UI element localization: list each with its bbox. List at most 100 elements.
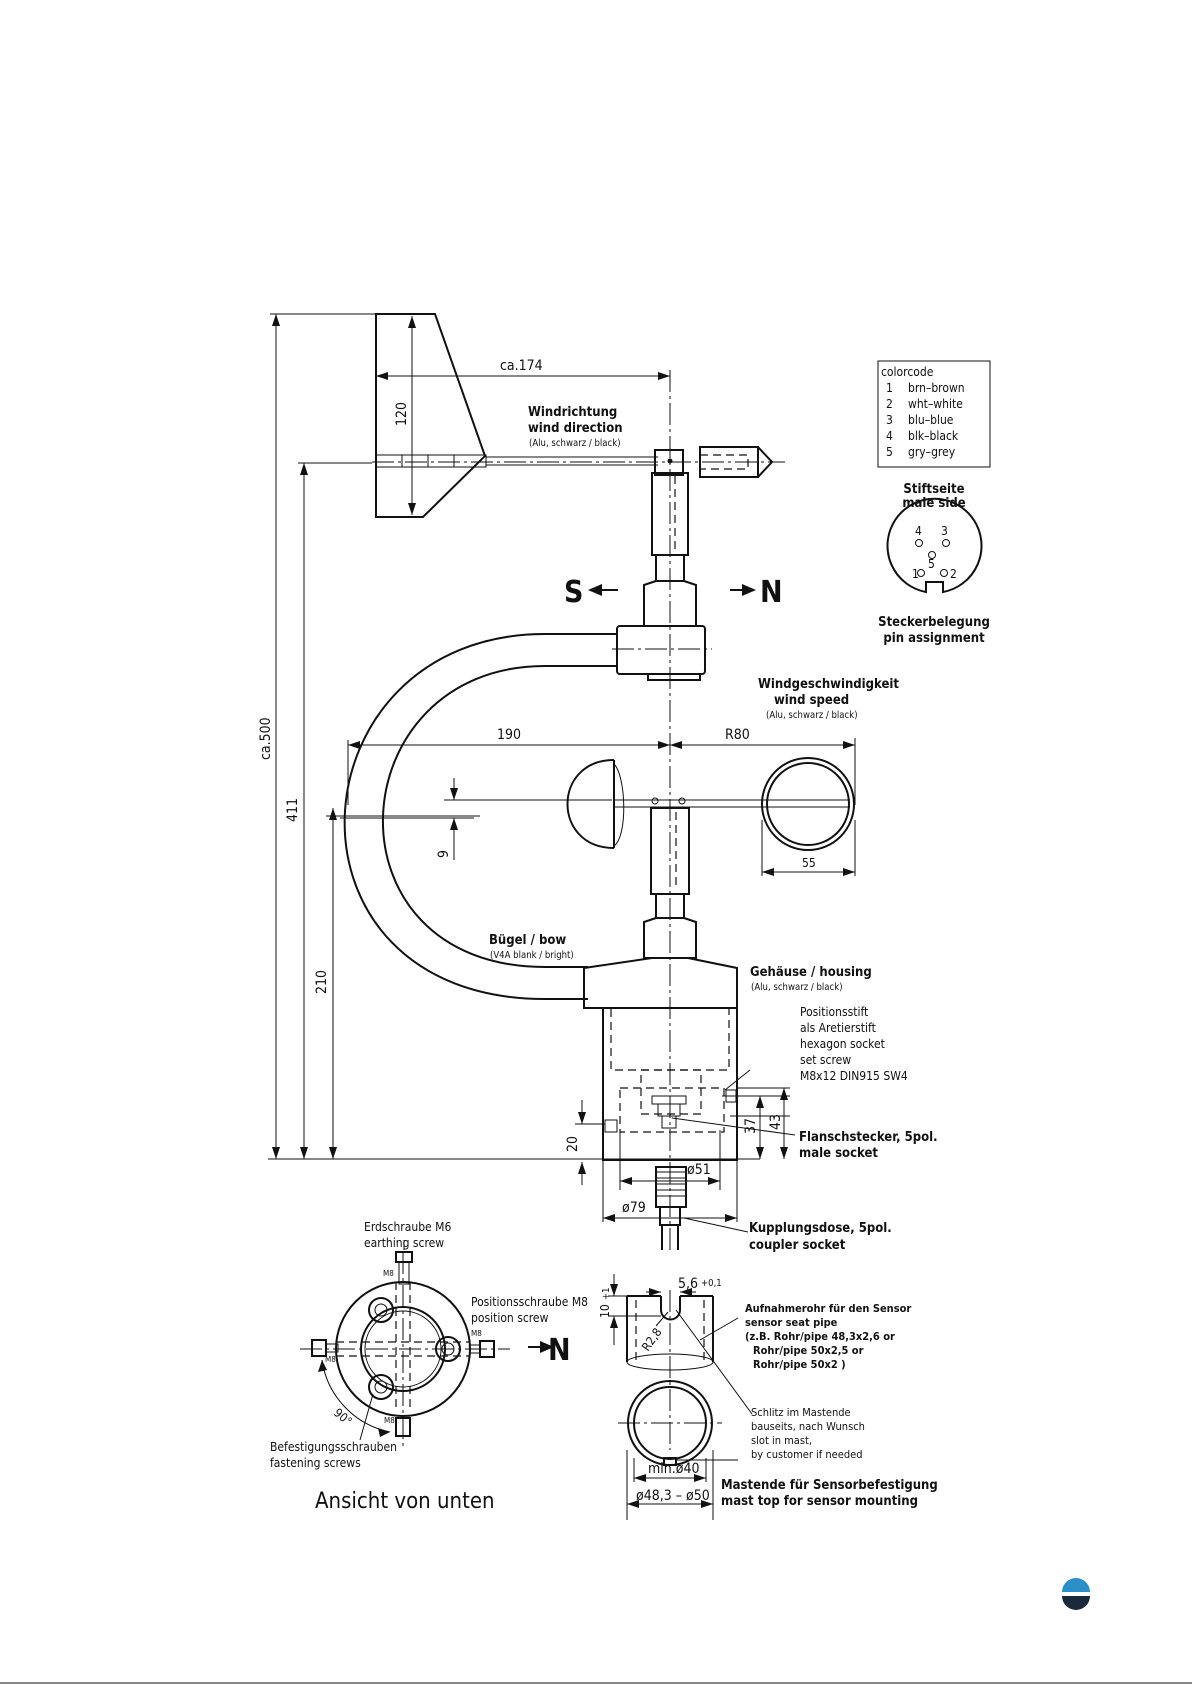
dimensions [268, 313, 856, 1222]
label-s: S [564, 575, 583, 610]
colorcode-text: blu–blue [908, 413, 954, 427]
label-mast-top: mast top for sensor mounting [721, 1494, 918, 1509]
label-windrichtung: Windrichtung [528, 405, 617, 420]
label-position-screw: position screw [471, 1311, 549, 1325]
colorcode-text: brn–brown [908, 381, 965, 395]
dim-d51: ø51 [687, 1162, 711, 1178]
colorcode-table: colorcode 1 brn–brown 2 wht–white 3 blu–… [877, 360, 991, 468]
label-mastende: Mastende für Sensorbefestigung [721, 1478, 938, 1493]
dim-10-tolerance: +1 [601, 1287, 612, 1300]
wind-vane [372, 313, 785, 627]
label-buegel: Bügel / bow [489, 933, 566, 948]
colorcode-num: 3 [886, 413, 893, 427]
label-aufnahmerohr: Aufnahmerohr für den Sensor [745, 1302, 911, 1315]
dim-55: 55 [802, 856, 816, 870]
label-n: N [760, 575, 783, 610]
side-view-labels: Windrichtung wind direction (Alu, schwar… [489, 405, 938, 1253]
pin-assignment-title: Steckerbelegung [878, 615, 990, 630]
label-by-customer: by customer if needed [751, 1448, 863, 1461]
bottom-view [300, 1240, 554, 1450]
label-coupler-socket: coupler socket [749, 1238, 846, 1253]
dim-ca500: ca.500 [258, 717, 274, 760]
label-pipe-50a: Rohr/pipe 50x2,5 or [753, 1344, 864, 1357]
dimension-labels: ca.174 120 ca.500 411 210 190 R80 9 55 2… [258, 358, 816, 1216]
label-housing-material: (Alu, schwarz / black) [751, 982, 843, 993]
label-earthing-screw: earthing screw [364, 1236, 444, 1250]
label-slot-in-mast: slot in mast, [751, 1434, 812, 1447]
label-gehaeuse: Gehäuse / housing [750, 965, 872, 980]
housing [583, 957, 751, 1250]
colorcode-text: blk–black [908, 429, 959, 443]
label-aretierstift: als Aretierstift [800, 1021, 876, 1035]
dim-10: 10 [598, 1304, 612, 1318]
dim-411: 411 [285, 798, 301, 822]
colorcode-num: 2 [886, 397, 893, 411]
pin-label: 3 [941, 524, 948, 538]
label-90deg: 90° [331, 1406, 355, 1429]
mast-top-labels: 5,6 +0,1 10 +1 R2,8 min.ø40 ø48,3 – ø50 … [598, 1276, 938, 1509]
colorcode-title: colorcode [881, 365, 934, 379]
label-m8: M8 [471, 1329, 482, 1338]
connector-pinout: Stiftseite male side 1 2 3 4 5 Steckerbe… [878, 482, 990, 646]
label-sensor-seat-pipe: sensor seat pipe [745, 1316, 838, 1329]
label-wind-speed: wind speed [774, 693, 849, 708]
pin-label: 1 [912, 567, 919, 581]
label-kupplungsdose: Kupplungsdose, 5pol. [749, 1221, 892, 1236]
label-m8x12: M8x12 DIN915 SW4 [800, 1069, 908, 1083]
dim-120: 120 [394, 402, 410, 426]
dim-43: 43 [768, 1114, 784, 1130]
label-m8: M8 [383, 1269, 394, 1278]
direction-arrows [588, 584, 756, 596]
dim-ca174: ca.174 [500, 358, 543, 374]
label-bow-material: (V4A blank / bright) [490, 950, 574, 961]
label-wind-direction: wind direction [528, 421, 623, 436]
label-befestigungsschrauben: Befestigungsschrauben [270, 1440, 397, 1454]
colorcode-num: 5 [886, 445, 893, 459]
pin-label: 5 [928, 557, 935, 571]
dim-5-6: 5,6 [678, 1276, 698, 1292]
label-pipe-48: (z.B. Rohr/pipe 48,3x2,6 or [745, 1330, 895, 1343]
company-logo [1062, 1578, 1090, 1610]
dim-37: 37 [743, 1118, 759, 1134]
label-positionsstift: Positionsstift [800, 1005, 868, 1019]
label-cups-material: (Alu, schwarz / black) [766, 710, 858, 721]
label-male-socket: male socket [799, 1146, 878, 1161]
connector-title: Stiftseite [903, 482, 964, 497]
label-erdschraube: Erdschraube M6 [364, 1220, 451, 1234]
colorcode-num: 1 [886, 381, 893, 395]
label-bauseits: bauseits, nach Wunsch [751, 1420, 865, 1433]
colorcode-num: 4 [886, 429, 893, 443]
label-flanschstecker: Flanschstecker, 5pol. [799, 1130, 938, 1145]
dim-d48-3: ø48,3 – ø50 [636, 1488, 710, 1504]
dim-210: 210 [314, 970, 330, 994]
cup-anemometer [566, 757, 855, 959]
dim-r80: R80 [725, 727, 750, 743]
dim-d79: ø79 [622, 1200, 646, 1216]
dim-5-6-tolerance: +0,1 [701, 1278, 722, 1289]
label-ansicht-von-unten: Ansicht von unten [315, 1489, 495, 1514]
label-positionsschraube: Positionsschraube M8 [471, 1295, 588, 1309]
dim-min40: min.ø40 [648, 1461, 699, 1477]
pin-label: 4 [915, 524, 922, 538]
connector-subtitle: male side [902, 496, 965, 511]
dim-9: 9 [436, 850, 452, 858]
label-hexagon-socket: hexagon socket [800, 1037, 885, 1051]
dim-190: 190 [497, 727, 521, 743]
label-vane-material: (Alu, schwarz / black) [529, 438, 621, 449]
label-n-bottom: N [548, 1333, 571, 1368]
pin-assignment-subtitle: pin assignment [883, 631, 985, 646]
label-pipe-50b: Rohr/pipe 50x2 ) [753, 1358, 846, 1371]
pin-label: 2 [950, 567, 957, 581]
label-fastening-screws: fastening screws [270, 1456, 361, 1470]
label-m8: M8 [325, 1355, 336, 1364]
label-windgeschwindigkeit: Windgeschwindigkeit [758, 677, 899, 692]
bottom-view-labels: Erdschraube M6 earthing screw Positionss… [270, 1220, 588, 1514]
mast-top [608, 1274, 753, 1520]
dim-r2-8: R2,8 [639, 1325, 665, 1353]
label-set-screw: set screw [800, 1053, 851, 1067]
dim-20: 20 [565, 1136, 581, 1152]
label-schlitz: Schlitz im Mastende [751, 1406, 851, 1419]
label-m8: M8 [384, 1416, 395, 1425]
colorcode-text: gry–grey [908, 445, 956, 459]
